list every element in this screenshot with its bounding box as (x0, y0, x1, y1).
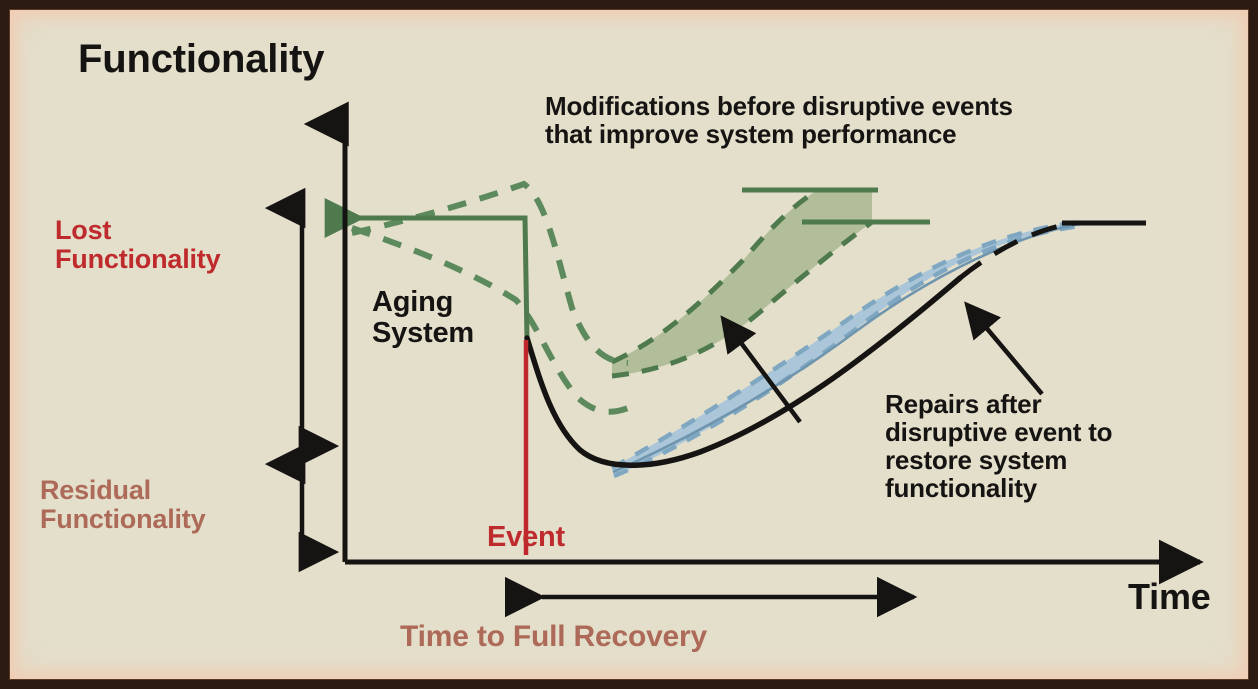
modifications-annotation: Modifications before disruptive events t… (545, 91, 1013, 150)
x-axis-label: Time (1128, 576, 1211, 617)
figure-inner-panel (9, 9, 1249, 680)
y-axis-label: Functionality (78, 37, 325, 81)
lost-functionality-label: Lost Functionality (55, 215, 221, 275)
aging-system-label: Aging System (372, 286, 474, 350)
event-label: Event (487, 521, 565, 553)
green-improved-recovery-band (610, 187, 874, 379)
green-improved-dashed-curve (351, 180, 629, 366)
repairs-callout-arrow-green (720, 315, 802, 424)
green-aging-dashed-curve (351, 225, 630, 415)
green-original-baseline (324, 198, 530, 341)
repairs-callout-arrow-blue (964, 301, 1044, 396)
residual-functionality-label: Residual Functionality (40, 475, 206, 535)
time-to-full-recovery-label: Time to Full Recovery (400, 620, 708, 653)
repairs-annotation: Repairs after disruptive event to restor… (885, 389, 1113, 504)
black-system-curve (524, 220, 1146, 468)
